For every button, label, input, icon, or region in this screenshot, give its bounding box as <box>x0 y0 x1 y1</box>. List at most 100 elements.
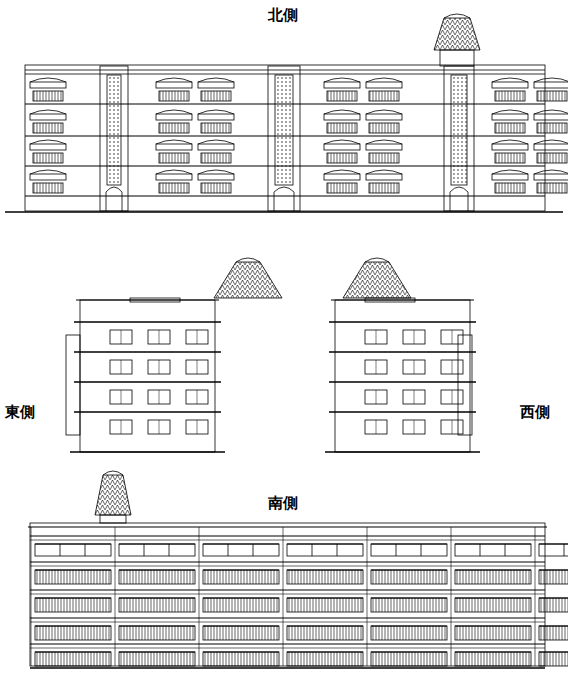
drawing-stroke <box>30 140 66 144</box>
drawing-stroke <box>376 390 377 404</box>
drawing-stroke <box>534 114 568 120</box>
drawing-stroke <box>110 390 132 404</box>
drawing-stroke <box>268 66 300 211</box>
drawing-stroke <box>451 527 452 666</box>
drawing-stroke <box>452 420 453 434</box>
drawing-stroke <box>396 544 397 556</box>
drawing-stroke <box>480 544 481 556</box>
drawing-stroke <box>198 78 234 82</box>
drawing-stroke <box>33 153 63 163</box>
view-label: 西側 <box>520 405 550 420</box>
drawing-stroke <box>331 299 474 300</box>
drawing-stroke <box>455 598 531 612</box>
drawing-stroke <box>369 183 399 193</box>
drawing-stroke <box>365 298 415 302</box>
drawing-stroke <box>159 183 189 193</box>
drawing-stroke <box>199 527 200 666</box>
drawing-stroke <box>33 123 63 133</box>
drawing-stroke <box>186 420 208 434</box>
drawing-stroke <box>539 598 568 612</box>
drawing-stroke <box>159 123 189 133</box>
drawing-stroke <box>159 390 160 404</box>
drawing-stroke <box>329 351 476 352</box>
drawing-stroke <box>371 598 447 599</box>
tower-roof <box>95 475 131 515</box>
drawing-stroke <box>539 570 568 584</box>
drawing-stroke <box>327 153 357 163</box>
drawing-stroke <box>324 78 360 82</box>
drawing-stroke <box>441 390 463 404</box>
drawing-stroke <box>287 570 363 571</box>
drawing-stroke <box>539 598 568 599</box>
drawing-stroke <box>366 170 402 174</box>
drawing-stroke <box>287 626 363 627</box>
drawing-stroke <box>85 544 86 556</box>
drawing-stroke <box>455 626 531 640</box>
drawing-stroke <box>371 652 447 666</box>
drawing-stroke <box>495 123 525 133</box>
roof-cap <box>103 471 123 475</box>
drawing-stroke <box>35 570 111 571</box>
drawing-stroke <box>198 144 234 150</box>
drawing-stroke <box>455 652 531 653</box>
drawing-stroke <box>30 617 545 618</box>
drawing-stroke <box>287 652 363 653</box>
drawing-stroke <box>30 170 66 174</box>
drawing-stroke <box>119 570 195 584</box>
drawing-stroke <box>148 420 170 434</box>
drawing-stroke <box>74 321 221 322</box>
drawing-stroke <box>539 652 568 653</box>
drawing-stroke <box>366 140 402 144</box>
drawing-stroke <box>539 570 568 571</box>
drawing-stroke <box>76 299 219 300</box>
drawing-stroke <box>365 360 387 374</box>
drawing-stroke <box>376 420 377 434</box>
view-label: 南側 <box>268 496 298 511</box>
drawing-stroke <box>371 544 447 545</box>
drawing-stroke <box>203 598 279 599</box>
drawing-stroke <box>275 75 293 185</box>
drawing-stroke <box>365 420 387 434</box>
drawing-stroke <box>324 114 360 120</box>
drawing-stroke <box>455 544 531 545</box>
drawing-stroke <box>492 140 528 144</box>
drawing-stroke <box>324 140 360 144</box>
drawing-stroke <box>156 140 192 144</box>
drawing-stroke <box>414 330 415 344</box>
drawing-stroke <box>492 78 528 82</box>
drawing-stroke <box>159 330 160 344</box>
drawing-stroke <box>30 594 545 595</box>
drawing-stroke <box>534 144 568 150</box>
drawing-stroke <box>366 114 402 120</box>
drawing-stroke <box>369 123 399 133</box>
drawing-stroke <box>534 110 568 114</box>
drawing-stroke <box>30 114 66 120</box>
drawing-stroke <box>287 598 363 599</box>
drawing-stroke <box>287 598 363 612</box>
drawing-stroke <box>159 360 160 374</box>
drawing-stroke <box>203 626 279 627</box>
drawing-stroke <box>156 110 192 114</box>
drawing-stroke <box>198 110 234 114</box>
drawing-stroke <box>156 170 192 174</box>
drawing-stroke <box>60 544 61 556</box>
drawing-stroke <box>159 420 160 434</box>
drawing-stroke <box>35 544 111 545</box>
drawing-stroke <box>28 526 547 527</box>
drawing-stroke <box>30 667 545 668</box>
drawing-stroke <box>495 153 525 163</box>
drawing-stroke <box>115 527 116 666</box>
drawing-stroke <box>156 114 192 120</box>
drawing-stroke <box>33 91 63 101</box>
drawing-stroke <box>452 390 453 404</box>
drawing-stroke <box>371 570 447 571</box>
drawing-stroke <box>198 82 234 88</box>
drawing-stroke <box>30 589 545 590</box>
drawing-stroke <box>201 183 231 193</box>
drawing-stroke <box>186 390 208 404</box>
drawing-stroke <box>492 174 528 180</box>
drawing-stroke <box>30 78 66 82</box>
drawing-stroke <box>403 390 425 404</box>
drawing-stroke <box>324 144 360 150</box>
